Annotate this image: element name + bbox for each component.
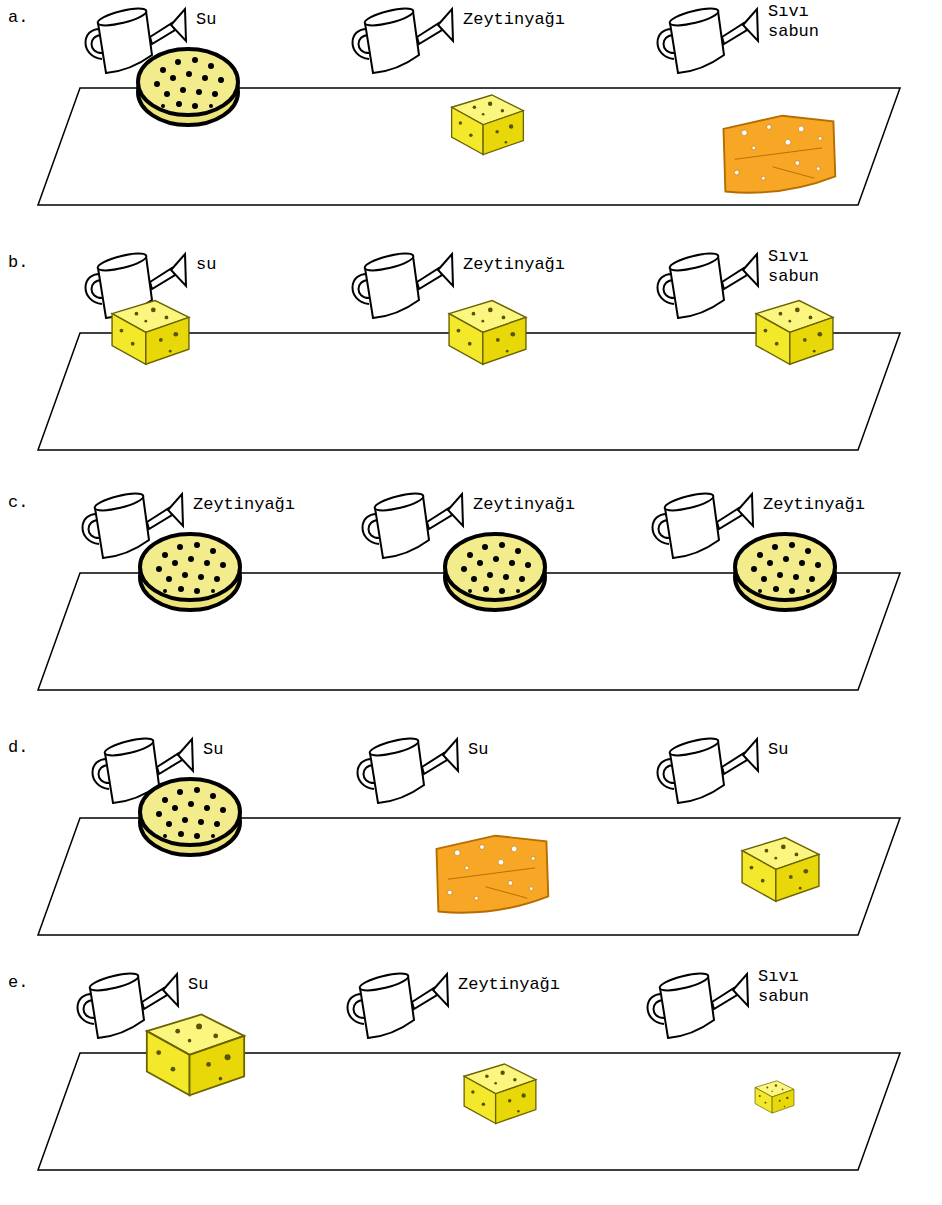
liquid-label: Sıvı sabun (768, 2, 830, 42)
liquid-label: su (196, 255, 216, 275)
liquid-label: Su (188, 975, 208, 995)
liquid-label: Su (203, 740, 223, 760)
row-letter: c. (8, 493, 28, 513)
liquid-label: Sıvı sabun (768, 247, 830, 287)
row-letter: d. (8, 738, 28, 758)
row-d (38, 735, 900, 935)
liquid-label: Zeytinyağı (463, 10, 565, 30)
row-letter: b. (8, 253, 28, 273)
row-letter: e. (8, 973, 28, 993)
row-c (38, 490, 900, 690)
liquid-label: Sıvı sabun (758, 967, 820, 1007)
liquid-label: Zeytinyağı (458, 975, 560, 995)
liquid-label: Zeytinyağı (763, 495, 865, 515)
liquid-label: Zeytinyağı (193, 495, 295, 515)
row-letter: a. (8, 8, 28, 28)
liquid-label: Su (196, 10, 216, 30)
liquid-label: Su (768, 740, 788, 760)
liquid-label: Zeytinyağı (463, 255, 565, 275)
liquid-label: Su (468, 740, 488, 760)
liquid-label: Zeytinyağı (473, 495, 575, 515)
